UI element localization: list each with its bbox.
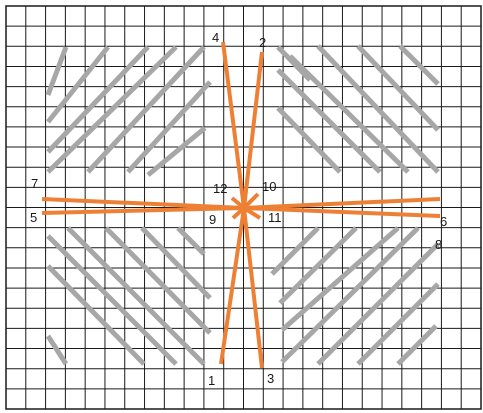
- background-stitch: [176, 226, 206, 256]
- stitch-number-5: 5: [30, 210, 37, 225]
- stitch-number-3: 3: [267, 371, 274, 386]
- star-stitch-strand: [231, 206, 246, 220]
- background-stitch: [46, 45, 150, 154]
- background-stitch: [316, 242, 440, 366]
- background-stitch: [356, 44, 440, 132]
- star-stitch-strand: [41, 197, 245, 210]
- background-stitch: [356, 282, 440, 366]
- star-stitch-strand: [242, 207, 264, 369]
- stitch-number-2: 2: [259, 35, 266, 50]
- star-stitch-strand: [219, 207, 246, 365]
- background-stitch: [288, 54, 410, 174]
- stitch-number-9: 9: [209, 212, 216, 227]
- background-stitch: [398, 44, 440, 86]
- stitch-number-1: 1: [208, 373, 215, 388]
- stitch-number-4: 4: [212, 30, 219, 45]
- background-stitch: [45, 334, 69, 366]
- background-stitch: [316, 44, 440, 174]
- background-stitch: [276, 106, 342, 174]
- background-stitch: [140, 226, 212, 300]
- background-stitch: [280, 226, 400, 332]
- star-stitch-strand: [243, 197, 441, 210]
- stitch-number-8: 8: [435, 237, 442, 252]
- background-stitch: [276, 68, 382, 174]
- background-stitch: [86, 45, 206, 174]
- background-stitch: [280, 226, 420, 364]
- background-stitch: [46, 45, 178, 174]
- stitch-number-10: 10: [262, 179, 276, 194]
- background-stitch: [46, 264, 146, 366]
- stitch-number-12: 12: [213, 181, 227, 196]
- star-stitch-strand: [242, 51, 264, 209]
- star-stitch-strand: [243, 206, 441, 218]
- background-diagonal-stitches: [45, 44, 440, 366]
- stitch-number-6: 6: [440, 214, 447, 229]
- background-stitch: [270, 226, 320, 276]
- star-stitch-strand: [242, 192, 260, 210]
- star-stitch-strands: [41, 41, 441, 369]
- star-stitch-strand: [230, 196, 246, 210]
- stitch-number-11: 11: [268, 210, 282, 225]
- background-stitch: [278, 226, 358, 305]
- stitch-order-numbers: 4 2 7 5 12 10 9 11 6 8 1 3: [30, 30, 447, 388]
- background-stitch: [146, 126, 207, 177]
- star-stitch-strand: [221, 41, 246, 209]
- background-stitch: [126, 80, 212, 174]
- stitch-number-7: 7: [31, 176, 38, 191]
- star-stitch-strand: [242, 206, 262, 220]
- background-stitch: [276, 45, 312, 82]
- background-stitch: [46, 234, 178, 366]
- background-stitch: [66, 226, 206, 366]
- background-stitch: [45, 46, 69, 96]
- background-stitch: [396, 324, 438, 366]
- background-stitch: [104, 226, 212, 335]
- star-stitch-strand: [41, 206, 245, 215]
- background-stitch: [46, 45, 110, 124]
